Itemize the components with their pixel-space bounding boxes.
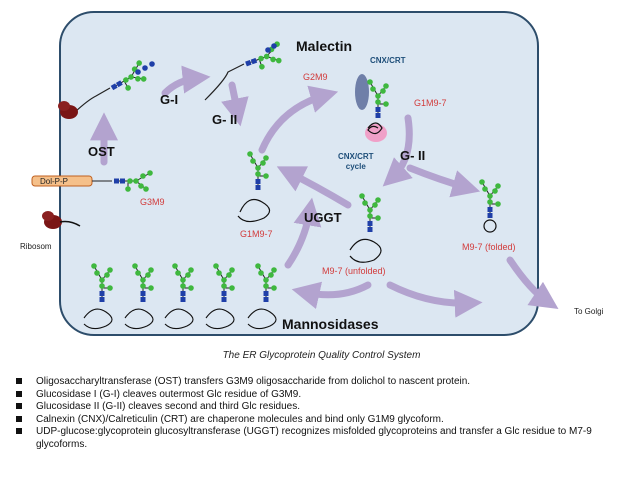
bullet-list: Oligosaccharyltransferase (OST) transfer…	[16, 376, 616, 452]
glycan-row	[83, 262, 278, 330]
glycan-unfolded	[349, 192, 382, 263]
ribosome-top	[58, 101, 78, 119]
ribosome-bottom	[42, 211, 81, 229]
label-to-golgi: To Golgi	[574, 307, 604, 316]
bullet-item: UDP-glucose:glycoprotein glucosyltransfe…	[16, 426, 616, 451]
arrow-to-mannosidases	[291, 281, 372, 310]
bullet-item: Oligosaccharyltransferase (OST) transfer…	[16, 376, 616, 389]
er-compartment	[59, 11, 539, 336]
arrow-uggt	[276, 166, 352, 209]
bullet-item: Calnexin (CNX)/Calreticulin (CRT) are ch…	[16, 414, 616, 427]
label-ribosom: Ribosom	[20, 242, 52, 251]
label-g2m9: G2M9	[303, 72, 328, 82]
bullet-square-icon	[16, 428, 22, 435]
er-diagram	[31, 11, 559, 336]
label-g1m9-7-left: G1M9-7	[240, 229, 273, 239]
bullet-square-icon	[16, 390, 22, 397]
label-cnx-crt-top: CNX/CRT	[370, 56, 406, 65]
figure-caption: The ER Glycoprotein Quality Control Syst…	[222, 350, 421, 361]
label-mannosidases: Mannosidases	[282, 316, 379, 332]
label-g3m9: G3M9	[140, 197, 165, 207]
label-gii-right: G- II	[400, 148, 426, 163]
label-malectin: Malectin	[296, 38, 353, 54]
pathway-arrows	[90, 65, 559, 318]
arrow-mannose-right	[386, 281, 483, 318]
glycan-ost	[74, 58, 155, 113]
dolichol-glycan	[31, 169, 154, 193]
cnx-crt-complex	[355, 74, 390, 142]
arrow-to-golgi	[506, 256, 559, 309]
glycan-g1m9-left	[237, 150, 271, 223]
arrow-gi	[161, 65, 211, 97]
arrow-gii-right	[382, 114, 413, 187]
arrow-gii-left	[221, 81, 249, 127]
bullet-item: Glucosidase I (G-I) cleaves outermost Gl…	[16, 389, 616, 402]
arrow-to-folded	[406, 164, 481, 198]
glycan-folded	[478, 178, 502, 233]
bullet-square-icon	[16, 403, 22, 410]
label-ost: OST	[88, 144, 115, 159]
arrow-to-g2m9	[258, 85, 339, 154]
bullet-square-icon	[16, 378, 22, 384]
label-gi: G-I	[160, 92, 179, 107]
glycan-malectin	[204, 40, 287, 101]
bullet-square-icon	[16, 415, 22, 422]
label-m9-unfolded: M9-7 (unfolded)	[322, 266, 386, 276]
label-m9-folded: M9-7 (folded)	[462, 242, 516, 252]
arrow-return	[284, 197, 322, 269]
label-cnx-crt-cycle: CNX/CRT cycle	[338, 152, 374, 171]
bullet-item: Glucosidase II (G-II) cleaves second and…	[16, 401, 616, 414]
label-gii-left: G- II	[212, 112, 238, 127]
label-uggt: UGGT	[304, 210, 342, 225]
label-g1m9-7-right: G1M9-7	[414, 98, 447, 108]
label-dol-p-p: Dol-P-P	[40, 177, 69, 186]
